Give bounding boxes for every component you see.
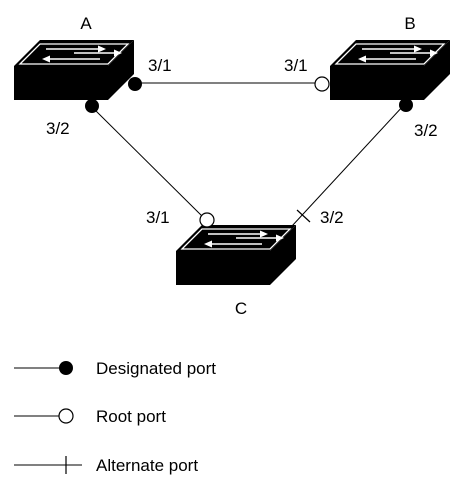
- switch-c[interactable]: C: [175, 224, 297, 318]
- legend-alternate: Alternate port: [14, 456, 198, 475]
- port-c-3-2-label: 3/2: [320, 208, 344, 227]
- switch-b[interactable]: B: [329, 14, 451, 101]
- link-a-c: [93, 108, 207, 221]
- designated-port-symbol: [59, 361, 73, 375]
- switch-b-label: B: [404, 14, 415, 33]
- switch-a-label: A: [80, 14, 92, 33]
- link-b-c: [291, 104, 405, 227]
- port-c-3-2-alternate-marker: [296, 209, 311, 223]
- port-c-3-1-root-marker: [199, 212, 215, 228]
- switch-c-label: C: [235, 299, 247, 318]
- legend-root-label: Root port: [96, 407, 166, 426]
- legend-alternate-label: Alternate port: [96, 456, 198, 475]
- port-c-3-1-label: 3/1: [146, 208, 170, 227]
- port-b-3-1-label: 3/1: [284, 56, 308, 75]
- legend-designated: Designated port: [14, 359, 216, 378]
- port-b-3-2-designated-marker: [399, 98, 413, 112]
- port-a-3-2-label: 3/2: [46, 119, 70, 138]
- root-port-symbol: [58, 408, 74, 424]
- legend: Designated port Root port Alternate port: [14, 359, 216, 475]
- port-a-3-2-designated-marker: [85, 99, 99, 113]
- switch-a[interactable]: A: [13, 14, 135, 101]
- port-a-3-1-label: 3/1: [148, 56, 172, 75]
- port-b-3-2-label: 3/2: [414, 121, 438, 140]
- port-b-3-1-root-marker: [314, 76, 330, 92]
- port-a-3-1-designated-marker: [128, 77, 142, 91]
- legend-root: Root port: [14, 407, 166, 426]
- legend-designated-label: Designated port: [96, 359, 216, 378]
